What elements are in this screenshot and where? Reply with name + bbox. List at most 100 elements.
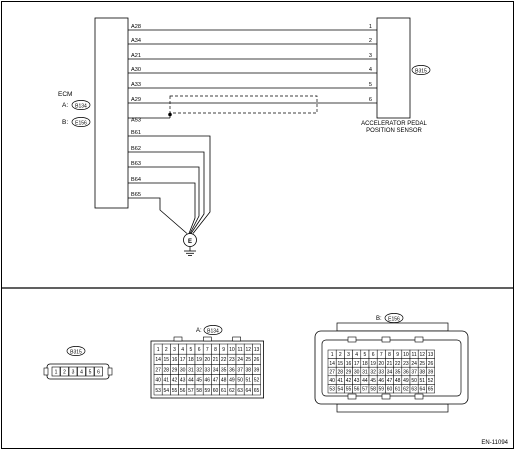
b134-pin-number: 22 — [221, 357, 227, 363]
sensor-pin-label: 6 — [369, 97, 372, 103]
e156-pin-number: 6 — [372, 352, 375, 358]
b315-pin-number: 5 — [89, 370, 92, 376]
sensor-conn-id: B315 — [415, 68, 427, 74]
e156-pin-number: 1 — [331, 352, 334, 358]
b134-key — [203, 336, 212, 342]
e156-pin-number: 26 — [428, 361, 434, 367]
e156-pin-number: 58 — [370, 387, 376, 393]
b134-pin-number: 25 — [246, 357, 252, 363]
ground-symbol-label: E — [188, 239, 192, 245]
b134-pin-number: 55 — [172, 388, 178, 394]
b134-pin-number: 58 — [196, 388, 202, 394]
b134-pin-number: 39 — [254, 367, 260, 373]
e156-pin-number: 46 — [379, 378, 385, 384]
ecm-conn-a-badge — [71, 100, 91, 110]
e156-pin-number: 35 — [395, 369, 401, 375]
b134-pin-number: 3 — [173, 347, 176, 353]
ecm-pin-label: A33 — [131, 82, 141, 88]
b315-latch-left — [43, 367, 49, 376]
e156-pin-number: 40 — [329, 378, 335, 384]
e156-pin-number: 54 — [338, 387, 344, 393]
ecm-conn-a-id: B134 — [75, 103, 87, 109]
e156-key — [347, 336, 357, 343]
e156-pin-number: 8 — [388, 352, 391, 358]
b134-pin-number: 51 — [246, 378, 252, 384]
sensor-pin-label: 4 — [369, 67, 372, 73]
e156-pin-number: 61 — [395, 387, 401, 393]
b315-pin-cell — [77, 366, 86, 377]
e156-key — [347, 393, 357, 400]
e156-badge-id: E156 — [388, 316, 400, 322]
b315-pin-number: 1 — [55, 370, 58, 376]
ground-pin-label: B65 — [131, 192, 141, 198]
b134-pin-number: 33 — [205, 367, 211, 373]
e156-label: B: — [376, 316, 382, 322]
b315-badge — [66, 346, 86, 356]
e156-pin-number: 13 — [428, 352, 434, 358]
b134-badge-id: B134 — [207, 328, 219, 334]
ground-wire — [128, 197, 188, 234]
b134-pin-number: 10 — [229, 347, 235, 353]
e156-key — [381, 393, 391, 400]
e156-pin-number: 36 — [403, 369, 409, 375]
ecm-pin-label: A34 — [131, 38, 141, 44]
e156-pin-number: 29 — [346, 369, 352, 375]
b134-pin-number: 32 — [196, 367, 202, 373]
b134-pin-number: 5 — [190, 347, 193, 353]
b134-pin-number: 2 — [165, 347, 168, 353]
b315-pin-cell — [68, 366, 78, 377]
e156-pin-number: 27 — [329, 369, 335, 375]
e156-pin-number: 64 — [420, 387, 426, 393]
e156-pin-number: 63 — [411, 387, 417, 393]
b134-pin-number: 16 — [172, 357, 178, 363]
b134-pin-number: 43 — [180, 378, 186, 384]
ecm-conn-b-label: B: — [62, 119, 68, 126]
b134-pin-number: 59 — [205, 388, 211, 394]
e156-pin-number: 60 — [387, 387, 393, 393]
b134-pin-number: 19 — [196, 357, 202, 363]
e156-pin-number: 51 — [420, 378, 426, 384]
b134-pin-number: 36 — [229, 367, 235, 373]
b134-label: A: — [196, 328, 202, 334]
b134-pin-number: 35 — [221, 367, 227, 373]
b134-pin-number: 48 — [221, 378, 227, 384]
e156-pin-number: 25 — [420, 361, 426, 367]
ecm-title: ECM — [58, 91, 72, 98]
b134-pin-number: 9 — [222, 347, 225, 353]
b134-pin-number: 41 — [164, 378, 170, 384]
e156-pin-number: 30 — [354, 369, 360, 375]
sensor-box — [376, 17, 411, 119]
b315-pin-number: 6 — [97, 370, 100, 376]
e156-pin-number: 44 — [362, 378, 368, 384]
b134-pin-number: 34 — [213, 367, 219, 373]
b134-pin-number: 56 — [180, 388, 186, 394]
b134-pin-number: 40 — [155, 378, 161, 384]
shield-dashed-box — [169, 95, 318, 114]
e156-pin-number: 48 — [395, 378, 401, 384]
e156-pin-number: 41 — [338, 378, 344, 384]
e156-pin-number: 45 — [370, 378, 376, 384]
b134-pin-number: 57 — [188, 388, 194, 394]
b315-latch-right — [107, 367, 113, 376]
b134-pin-number: 26 — [254, 357, 260, 363]
e156-bottom-rail — [336, 403, 449, 413]
b134-pin-number: 29 — [172, 367, 178, 373]
e156-top-rail — [336, 322, 449, 332]
sensor-pin-label: 1 — [369, 24, 372, 30]
b134-pin-number: 6 — [198, 347, 201, 353]
b315-pin-cell — [85, 366, 95, 377]
sensor-pin-label: 2 — [369, 38, 372, 44]
b315-pin-number: 4 — [80, 370, 83, 376]
e156-pin-number: 9 — [396, 352, 399, 358]
b134-pin-number: 14 — [155, 357, 161, 363]
ecm-pin-label: A30 — [131, 67, 141, 73]
sensor-conn-badge — [411, 65, 431, 75]
e156-pin-number: 10 — [403, 352, 409, 358]
e156-pin-number: 3 — [347, 352, 350, 358]
ecm-pin-label: A21 — [131, 53, 141, 59]
b134-pin-number: 13 — [254, 347, 260, 353]
